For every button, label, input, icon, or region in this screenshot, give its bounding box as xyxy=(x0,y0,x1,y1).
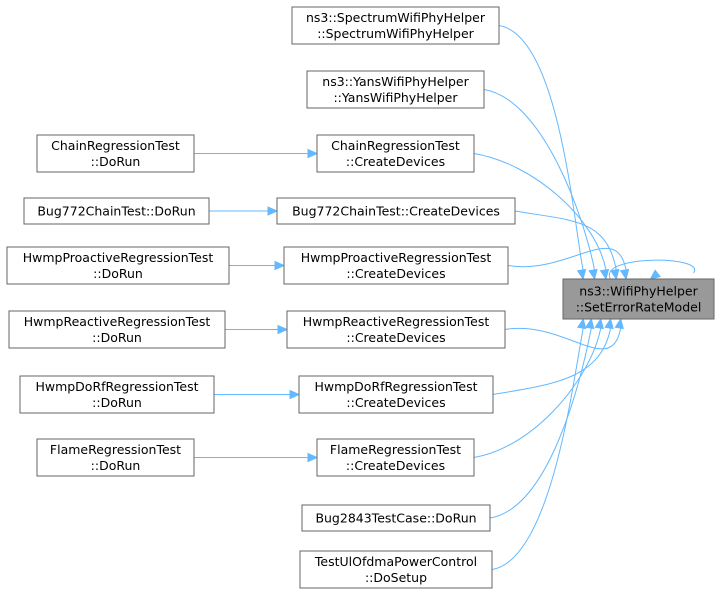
node-flame-run[interactable]: FlameRegressionTest::DoRun xyxy=(36,438,195,477)
node-bug772-create[interactable]: Bug772ChainTest::CreateDevices xyxy=(276,197,516,225)
edge-testul-to-target-arrow xyxy=(576,317,587,330)
node-label: ::CreateDevices xyxy=(346,154,445,169)
edge-hwmp_dorf_create-to-target xyxy=(492,327,612,395)
edge-bug2843-to-target-arrow xyxy=(585,317,595,330)
edge-chain_run-to-chain_create-arrow xyxy=(307,148,319,159)
node-label: ::SpectrumWifiPhyHelper xyxy=(317,26,474,41)
node-label: ::YansWifiPhyHelper xyxy=(333,90,458,105)
node-hwmp-pro-run[interactable]: HwmpProactiveRegressionTest::DoRun xyxy=(6,246,230,285)
node-bug2843[interactable]: Bug2843TestCase::DoRun xyxy=(301,504,491,532)
node-flame-create[interactable]: FlameRegressionTest::CreateDevices xyxy=(316,438,475,477)
node-label: HwmpProactiveRegressionTest xyxy=(301,250,492,265)
node-label: FlameRegressionTest xyxy=(50,442,181,457)
node-label: ::CreateDevices xyxy=(346,458,445,473)
node-label: ChainRegressionTest xyxy=(51,138,180,153)
node-hwmp-re-run[interactable]: HwmpReactiveRegressionTest::DoRun xyxy=(8,310,226,349)
edge-testul-to-target xyxy=(491,327,584,570)
node-chain-create[interactable]: ChainRegressionTest::CreateDevices xyxy=(316,134,475,173)
edge-chain_create-to-target-arrow xyxy=(599,268,610,281)
node-box xyxy=(19,375,215,414)
nodes-layer: ns3::WifiPhyHelper::SetErrorRateModelns3… xyxy=(6,6,715,589)
node-label: HwmpDoRfRegressionTest xyxy=(314,379,477,394)
node-box xyxy=(301,504,491,532)
node-spectrum[interactable]: ns3::SpectrumWifiPhyHelper::SpectrumWifi… xyxy=(291,6,500,45)
node-label: ::DoRun xyxy=(91,154,141,169)
node-label: ns3::SpectrumWifiPhyHelper xyxy=(306,10,486,25)
edge-flame_create-to-target xyxy=(473,327,602,458)
edge-hwmp_re_create-to-target-arrow xyxy=(614,317,624,330)
node-label: Bug772ChainTest::CreateDevices xyxy=(292,204,500,219)
edge-flame_create-to-target-arrow xyxy=(594,317,604,330)
edge-yans-to-target-arrow xyxy=(588,268,598,281)
node-hwmp-dorf-run[interactable]: HwmpDoRfRegressionTest::DoRun xyxy=(19,375,215,414)
node-label: ::CreateDevices xyxy=(346,395,445,410)
node-target[interactable]: ns3::WifiPhyHelper::SetErrorRateModel xyxy=(562,278,715,320)
edge-bug772_create-to-target xyxy=(514,210,617,271)
edge-hwmp_dorf_create-to-target-arrow xyxy=(604,317,614,330)
node-box xyxy=(562,278,715,320)
node-bug772-run[interactable]: Bug772ChainTest::DoRun xyxy=(23,197,210,225)
node-label: ChainRegressionTest xyxy=(331,138,460,153)
node-box xyxy=(276,197,516,225)
node-box xyxy=(299,550,493,589)
node-label: HwmpReactiveRegressionTest xyxy=(303,314,490,329)
edge-bug772_run-to-bug772_create-arrow xyxy=(267,206,279,216)
node-testul[interactable]: TestUlOfdmaPowerControl::DoSetup xyxy=(299,550,493,589)
edge-hwmp_pro_create-to-target-arrow xyxy=(619,268,630,281)
node-label: Bug772ChainTest::DoRun xyxy=(37,204,195,219)
edge-hwmp_pro_run-to-hwmp_pro_create-arrow xyxy=(274,260,286,271)
node-label: ns3::YansWifiPhyHelper xyxy=(322,74,469,89)
node-box xyxy=(6,246,230,285)
node-label: ::CreateDevices xyxy=(346,330,445,345)
edge-spectrum-to-target-arrow xyxy=(576,268,587,281)
node-box xyxy=(36,438,195,477)
edge-hwmp_re_create-to-target xyxy=(504,327,622,350)
edge-target-to-target xyxy=(608,259,696,280)
node-label: HwmpReactiveRegressionTest xyxy=(24,314,211,329)
edge-hwmp_dorf_run-to-hwmp_dorf_create-arrow xyxy=(289,389,301,400)
edge-chain_create-to-target xyxy=(473,153,607,271)
node-chain-run[interactable]: ChainRegressionTest::DoRun xyxy=(36,134,195,173)
edge-yans-to-target xyxy=(483,89,596,271)
node-label: ::DoRun xyxy=(92,330,142,345)
edge-bug772_create-to-target-arrow xyxy=(610,268,620,281)
node-box xyxy=(291,6,500,45)
node-label: HwmpProactiveRegressionTest xyxy=(23,250,214,265)
node-box xyxy=(23,197,210,225)
edge-target-to-target-arrow xyxy=(649,269,661,280)
node-box xyxy=(306,70,485,109)
node-label: ::SetErrorRateModel xyxy=(576,300,702,315)
edge-flame_run-to-flame_create-arrow xyxy=(307,452,319,463)
node-label: ::DoRun xyxy=(93,266,143,281)
node-hwmp-re-create[interactable]: HwmpReactiveRegressionTest::CreateDevice… xyxy=(286,310,506,349)
node-label: TestUlOfdmaPowerControl xyxy=(314,554,477,569)
node-label: ::DoRun xyxy=(92,395,142,410)
node-box xyxy=(8,310,226,349)
node-label: ::DoRun xyxy=(91,458,141,473)
edge-hwmp_pro_create-to-target xyxy=(507,248,627,271)
node-label: ns3::WifiPhyHelper xyxy=(579,284,698,299)
node-hwmp-dorf-create[interactable]: HwmpDoRfRegressionTest::CreateDevices xyxy=(298,375,494,414)
node-hwmp-pro-create[interactable]: HwmpProactiveRegressionTest::CreateDevic… xyxy=(283,246,509,285)
node-box xyxy=(36,134,195,173)
edge-spectrum-to-target xyxy=(498,25,584,271)
edges-layer xyxy=(194,25,696,570)
node-box xyxy=(298,375,494,414)
node-label: Bug2843TestCase::DoRun xyxy=(315,511,476,526)
node-label: ::CreateDevices xyxy=(346,266,445,281)
node-box xyxy=(283,246,509,285)
node-label: HwmpDoRfRegressionTest xyxy=(35,379,198,394)
edge-bug2843-to-target xyxy=(489,327,592,519)
edge-hwmp_re_run-to-hwmp_re_create-arrow xyxy=(277,324,289,335)
node-label: ::DoSetup xyxy=(365,570,427,585)
node-box xyxy=(316,134,475,173)
node-label: FlameRegressionTest xyxy=(330,442,461,457)
node-yans[interactable]: ns3::YansWifiPhyHelper::YansWifiPhyHelpe… xyxy=(306,70,485,109)
node-box xyxy=(286,310,506,349)
node-box xyxy=(316,438,475,477)
